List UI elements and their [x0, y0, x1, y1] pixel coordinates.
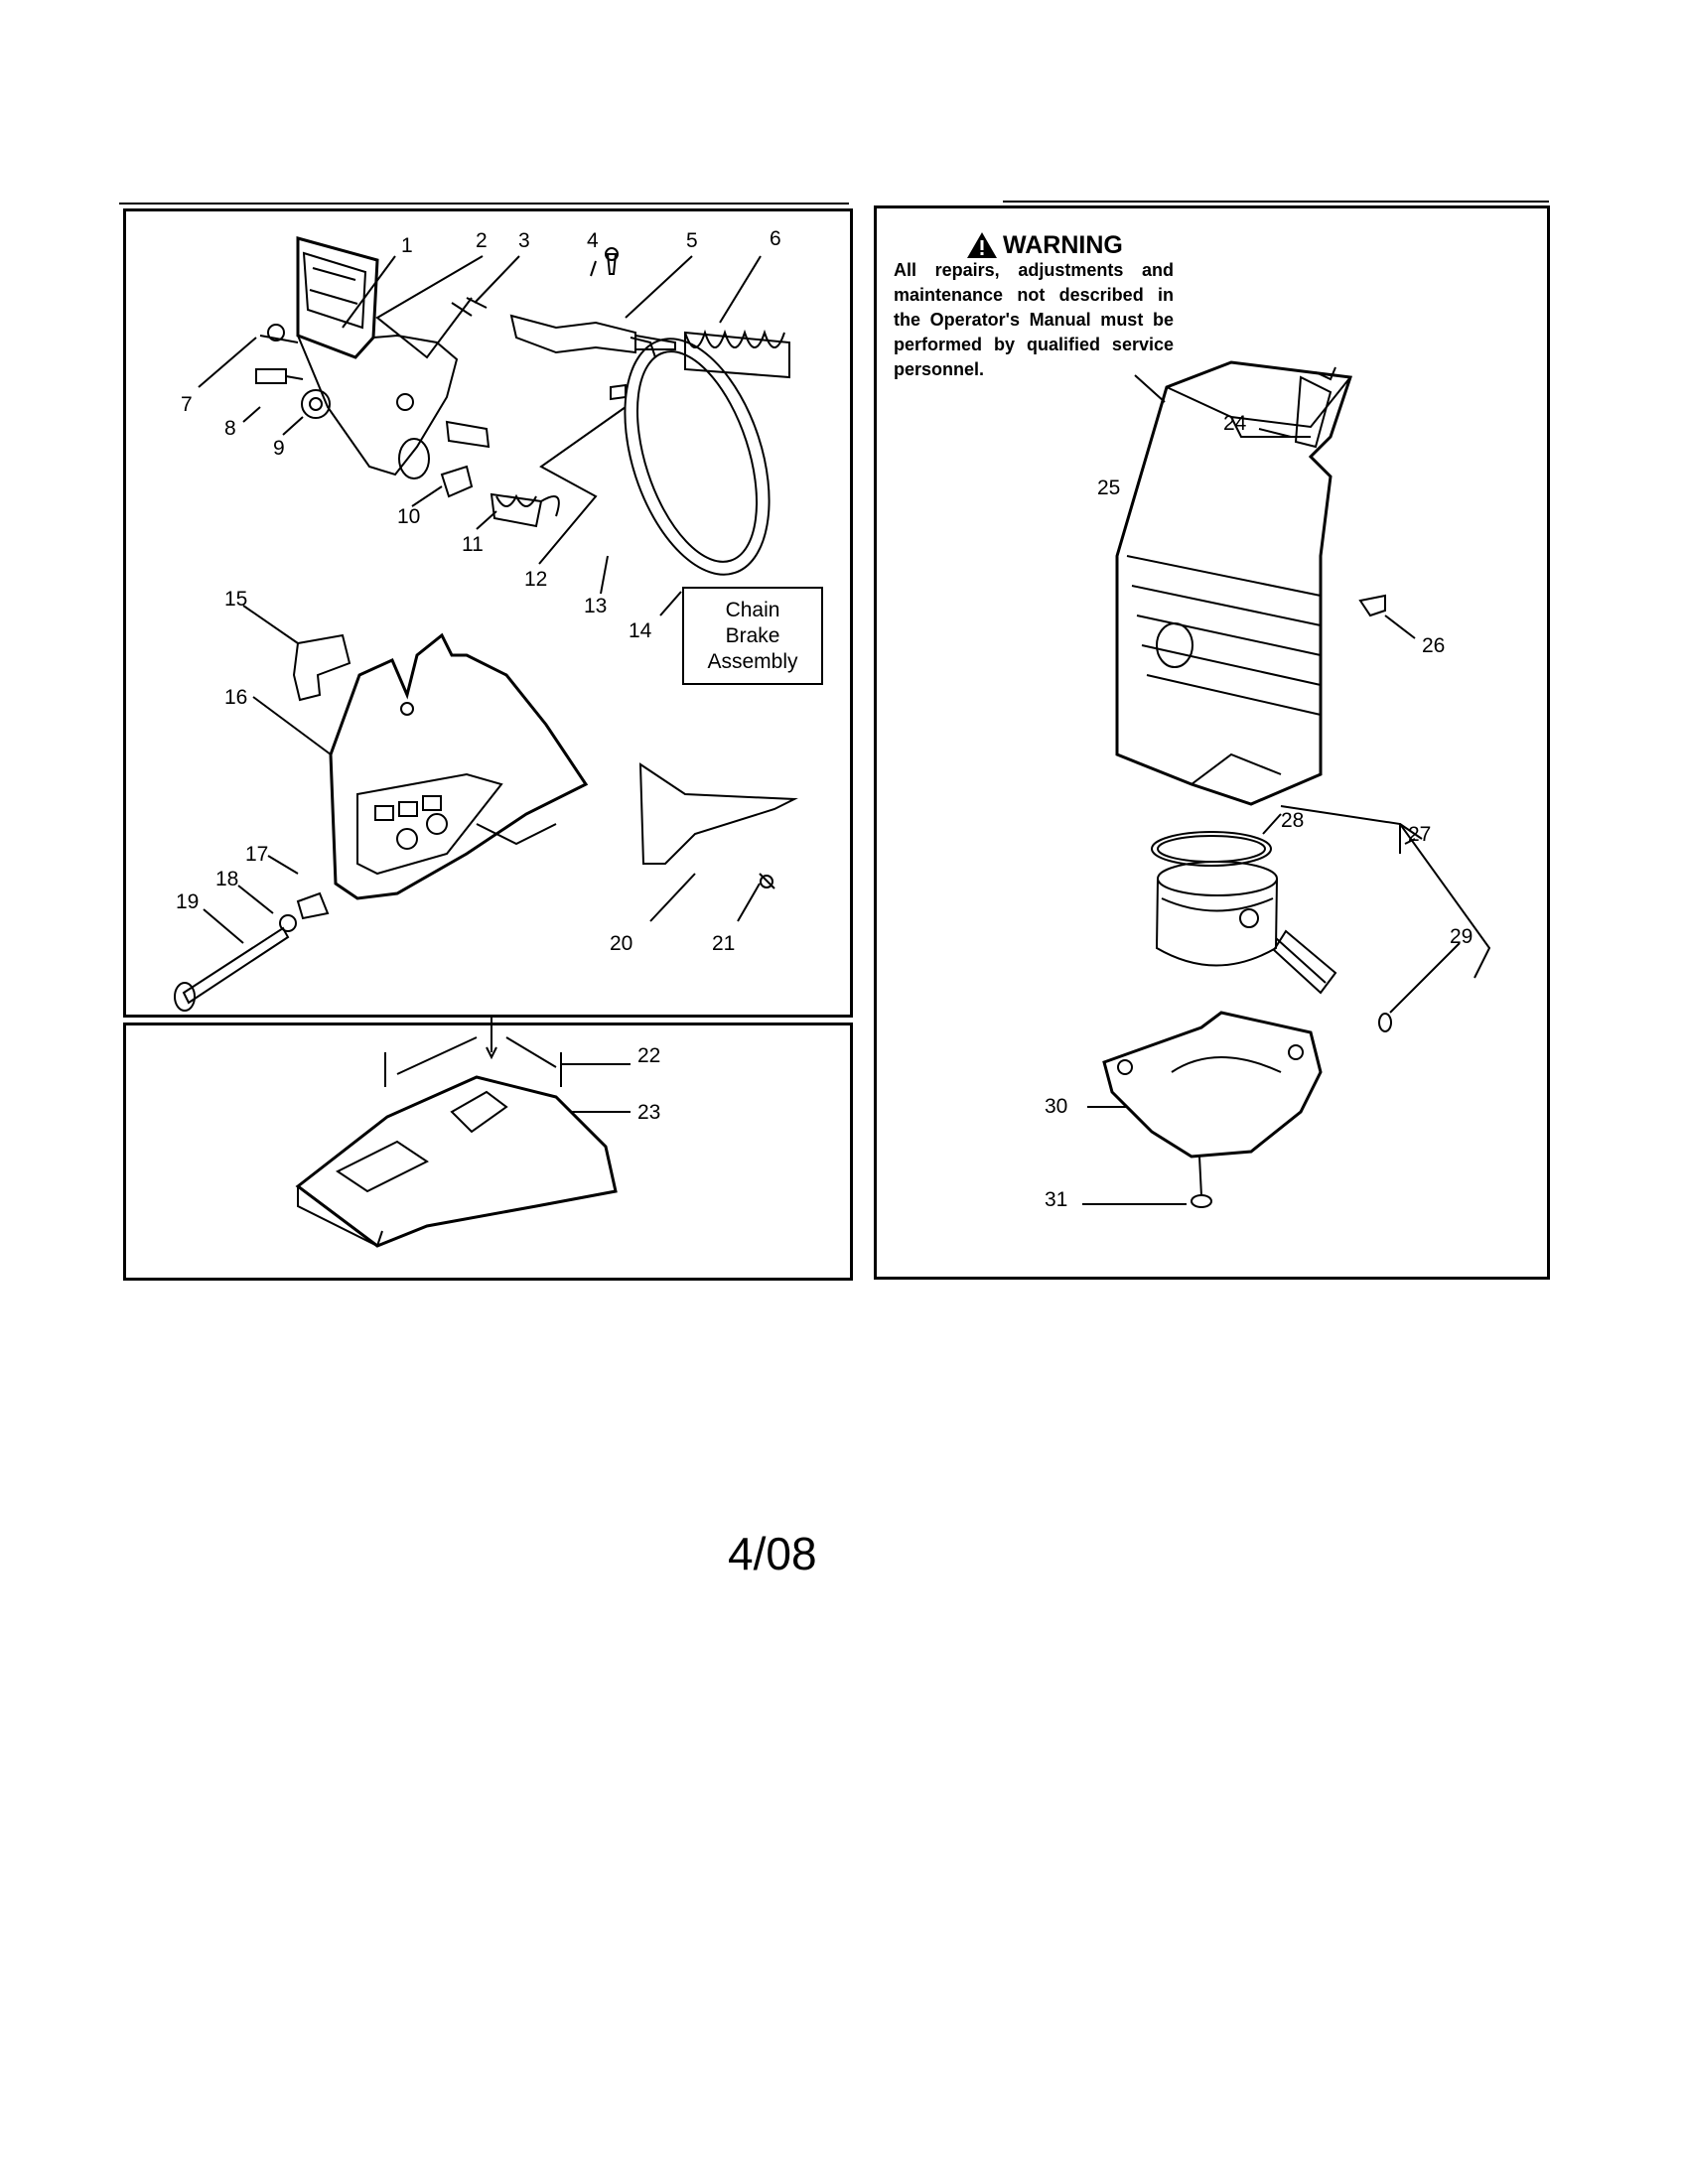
- piston-ring-part: [1151, 831, 1272, 867]
- spring-part: [684, 329, 790, 379]
- part-number: 14: [629, 619, 652, 642]
- chain-brake-assembly-label: Chain Brake Assembly: [682, 587, 823, 685]
- warning-title: WARNING: [1003, 230, 1123, 259]
- warning-text: All repairs, adjustments and maintenance…: [894, 260, 1174, 379]
- part-number: 2: [476, 229, 488, 252]
- chain-brake-line-2: Brake: [725, 623, 780, 647]
- warning-triangle-icon: [967, 232, 997, 258]
- part-number: 21: [712, 932, 736, 955]
- part-number: 11: [462, 533, 484, 556]
- part-number: 17: [245, 843, 269, 866]
- part-number: 15: [224, 588, 248, 611]
- part-number: 23: [637, 1101, 661, 1124]
- part-number: 1: [401, 234, 413, 257]
- part-number: 22: [637, 1044, 661, 1067]
- chain-brake-panel: [123, 208, 853, 1018]
- part-number: 6: [770, 227, 781, 250]
- chain-brake-line-3: Assembly: [707, 649, 798, 673]
- crankcase-part: [1087, 1011, 1323, 1159]
- part-number: 24: [1223, 412, 1247, 435]
- part-number: 16: [224, 686, 248, 709]
- cylinder-part: [1115, 360, 1353, 806]
- part-number: 8: [224, 417, 236, 440]
- part-number: 9: [273, 437, 285, 460]
- part-number: 18: [215, 868, 239, 890]
- top-cover-panel: [123, 1023, 853, 1281]
- clutch-cover-part: [329, 632, 589, 900]
- part-number: 5: [686, 229, 698, 252]
- part-number: 7: [181, 393, 193, 416]
- part-number: 4: [587, 229, 599, 252]
- part-number: 27: [1408, 823, 1432, 846]
- top-cover-part: [295, 1075, 618, 1248]
- chain-brake-line-1: Chain: [725, 598, 780, 621]
- part-number: 28: [1281, 809, 1305, 832]
- hand-guard-part: [296, 236, 491, 479]
- part-number: 19: [176, 890, 200, 913]
- part-number: 26: [1422, 634, 1446, 657]
- bar-adjust-screw-part: [174, 926, 290, 1012]
- part-number: 13: [584, 595, 608, 617]
- part-number: 20: [610, 932, 633, 955]
- spark-plug-part: [1258, 366, 1336, 449]
- part-number: 30: [1045, 1095, 1068, 1118]
- part-number: 25: [1097, 477, 1121, 499]
- warning-heading: WARNING: [965, 230, 1123, 260]
- cylinder-panel: [874, 205, 1550, 1280]
- part-number: 3: [518, 229, 530, 252]
- part-number: 29: [1450, 925, 1474, 948]
- part-number: 10: [397, 505, 421, 528]
- page-footer-date: 4/08: [728, 1528, 817, 1579]
- brake-band-part: [610, 337, 771, 576]
- part-number: 31: [1045, 1188, 1068, 1211]
- part-number: 12: [524, 568, 548, 591]
- piston-part: [1155, 861, 1278, 967]
